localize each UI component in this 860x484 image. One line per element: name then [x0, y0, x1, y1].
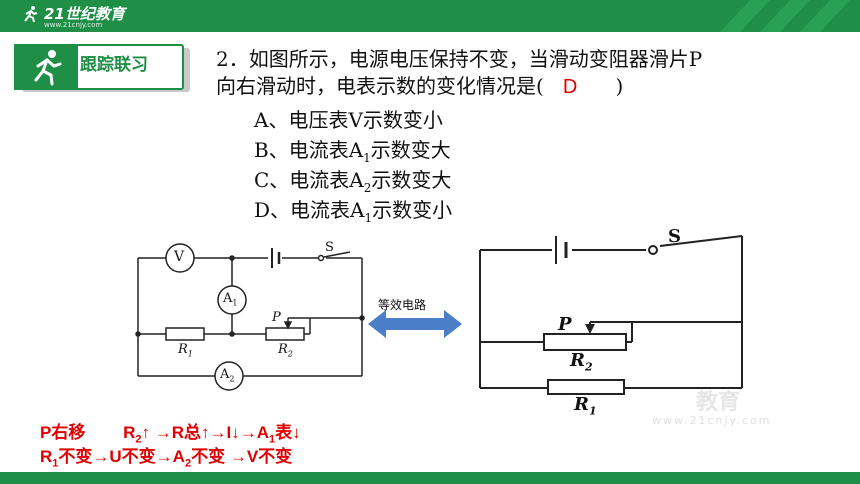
brand-name: 21世纪教育 [44, 5, 125, 23]
question-text: 2．如图所示，电源电压保持不变，当滑动变阻器滑片P 向右滑动时，电表示数的变化情… [216, 46, 702, 101]
ammeter-a1 [217, 285, 247, 315]
watermark-url: www.21cnjy.com [652, 414, 772, 427]
equivalent-circuit-label: 等效电路 [378, 298, 427, 312]
ammeter-a2-label: A2 [220, 367, 235, 384]
bottom-banner [0, 472, 860, 484]
voltmeter-label: V [174, 249, 185, 265]
right-circuit [479, 235, 743, 395]
question-line-2: 向右滑动时，电表示数的变化情况是( D ) [216, 74, 624, 98]
section-badge: 跟踪联习 [14, 42, 194, 96]
analysis-line-2: R1不变→U不变→A2不变 →V不变 [40, 447, 293, 470]
option-c: C、电流表A2示数变大 [254, 168, 452, 195]
runner-icon [22, 5, 40, 27]
r2-label-left: R2 [278, 342, 293, 359]
brand-url: www.21cnjy.com [44, 21, 103, 29]
ammeter-a1-label: A1 [223, 291, 238, 308]
r2-label-right: R2 [570, 350, 593, 374]
switch-label-right: S [668, 226, 681, 247]
slider-label-right: P [558, 314, 572, 335]
badge-label: 跟踪联习 [80, 55, 148, 75]
watermark-logo: 教育 [696, 390, 741, 415]
left-circuit [135, 248, 365, 377]
slider-label-left: P [272, 310, 281, 325]
switch-label-left: S [325, 240, 334, 255]
banner-stripes [720, 0, 850, 32]
option-d: D、电流表A1示数变小 [254, 198, 453, 225]
voltmeter-left [165, 243, 195, 273]
answer-letter: D [562, 76, 578, 98]
double-arrow [368, 310, 462, 338]
badge-icon-block [14, 44, 78, 90]
running-person-icon [34, 50, 62, 86]
question-line-1: 2．如图所示，电源电压保持不变，当滑动变阻器滑片P [216, 47, 703, 71]
analysis-line-1: P右移 R2↑ →R总↑→I↓→A1表↓ [40, 423, 301, 446]
ammeter-a2 [214, 361, 244, 391]
r1-label-right: R1 [574, 394, 597, 418]
option-b: B、电流表A1示数变大 [254, 138, 451, 165]
r1-label-left: R1 [178, 342, 193, 359]
option-a: A、电压表V示数变小 [254, 108, 443, 132]
